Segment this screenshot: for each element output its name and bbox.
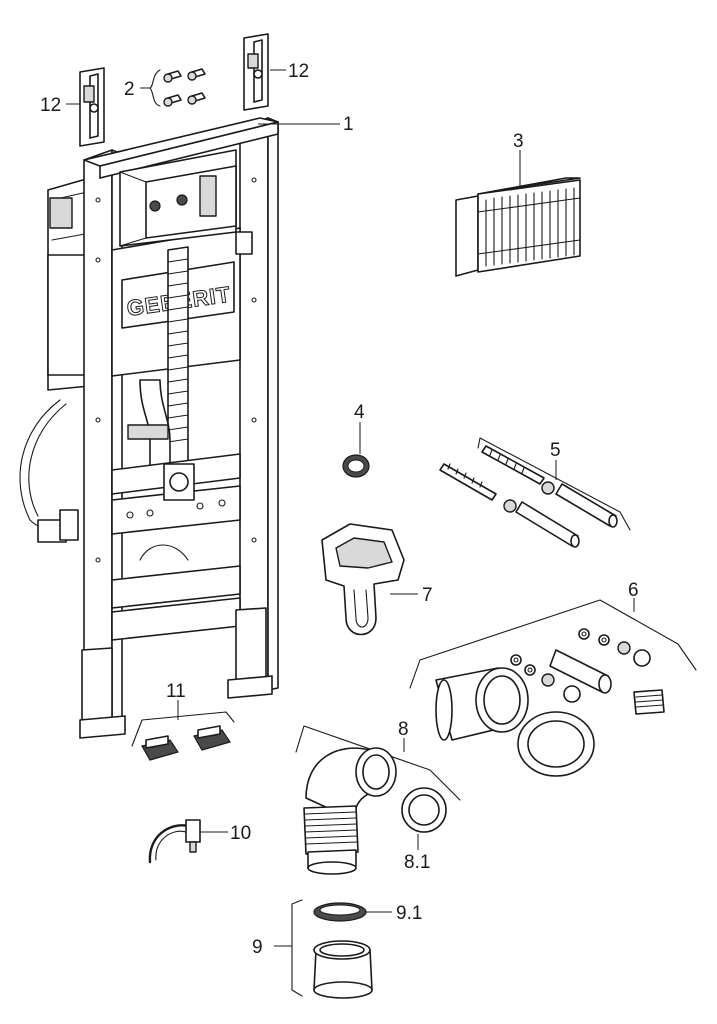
part-6-connection-set (409, 599, 697, 777)
part-8-1-seal (401, 787, 447, 833)
part-5-threaded-rods (439, 437, 631, 548)
part-8-flush-bend (295, 725, 461, 875)
part-4-seal-ring (342, 454, 370, 478)
part-10-cable (148, 819, 201, 864)
part-9-1-seal (313, 902, 367, 922)
part-9-pipe-connector (291, 899, 373, 999)
label-5: 5 (550, 440, 561, 461)
part-1-installation-frame: GEBERIT (19, 117, 279, 739)
part-3-protective-cover (455, 177, 581, 277)
label-10: 10 (230, 823, 251, 844)
label-11: 11 (166, 681, 186, 702)
label-6: 6 (628, 580, 639, 601)
label-8-1: 8.1 (404, 852, 430, 873)
label-7: 7 (422, 585, 433, 606)
part-12-left-bracket (79, 67, 105, 147)
label-9-1: 9.1 (396, 903, 422, 924)
label-2: 2 (124, 79, 135, 100)
label-1: 1 (343, 114, 354, 135)
part-12-right-bracket (243, 33, 269, 111)
part-7-mounting-template (321, 523, 405, 636)
leader-lines (66, 69, 635, 947)
label-12-left: 12 (40, 95, 61, 116)
label-8: 8 (398, 719, 409, 740)
part-11-clips (131, 711, 235, 761)
part-2-screws (149, 68, 206, 107)
label-3: 3 (513, 131, 524, 152)
label-4: 4 (354, 402, 365, 423)
label-12-right: 12 (288, 61, 309, 82)
label-9: 9 (252, 937, 263, 958)
